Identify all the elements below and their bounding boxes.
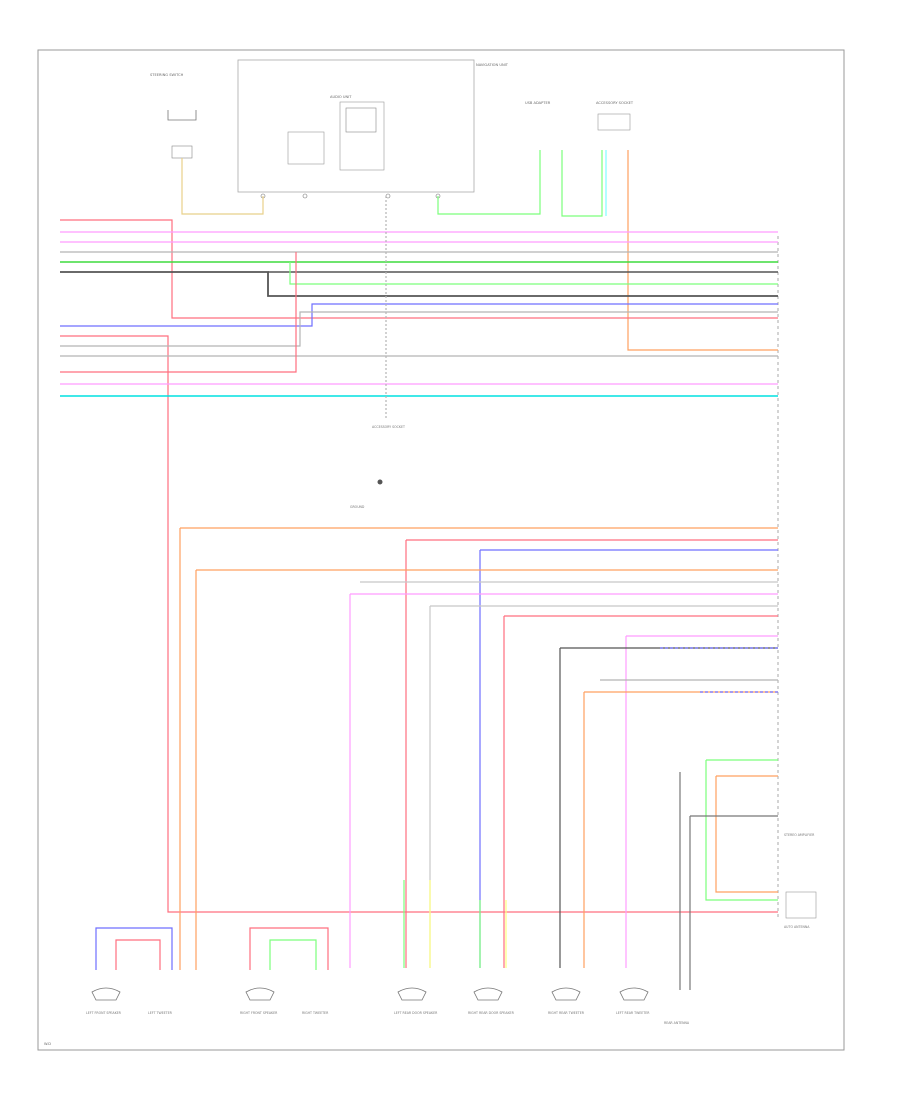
navigation-unit-label: NAVIGATION UNIT <box>476 63 509 67</box>
auto-antenna-box <box>785 891 817 919</box>
wire-gray-9 <box>689 815 778 990</box>
ground-label: GROUND <box>350 505 365 509</box>
navigation-unit-box <box>237 59 475 193</box>
wire-green-usb-2 <box>561 150 603 217</box>
left-rear-door-label: LEFT REAR DOOR SPEAKER <box>394 1011 438 1015</box>
wire-tan <box>181 158 264 215</box>
wire-red-2 <box>60 335 778 913</box>
wire-orange-acc <box>627 150 778 351</box>
left-rear-door-speaker-icon <box>397 987 427 1001</box>
right-rear-tweeter-icon <box>551 987 581 1001</box>
accessory-socket-label: ACCESSORY SOCKET <box>596 101 634 105</box>
stereo-amplifier-label: STEREO AMPLIFIER <box>784 833 815 837</box>
wire-red-3 <box>60 252 297 373</box>
left-front-speaker-icon <box>91 987 121 1001</box>
wire-darkgray-3 <box>559 647 778 968</box>
right-front-speaker-label: RIGHT FRONT SPEAKER <box>240 1011 278 1015</box>
left-rear-tweeter-icon <box>619 987 649 1001</box>
rear-antenna-label: REAR ANTENNA <box>664 1021 690 1025</box>
right-front-speaker-wires <box>249 927 329 970</box>
wire-red-top <box>60 219 778 319</box>
wire-blue-2 <box>60 303 320 327</box>
nav-unit-terminals <box>260 193 441 199</box>
internal-relay-box <box>287 131 325 165</box>
left-front-speaker-label: LEFT FRONT SPEAKER <box>86 1011 122 1015</box>
auto-antenna-label: AUTO ANTENNA <box>784 925 810 929</box>
wire-green-usb-1 <box>437 150 541 215</box>
right-front-speaker-icon <box>245 987 275 1001</box>
internal-module-box <box>339 101 385 171</box>
usb-adapter-label: USB ADAPTER <box>525 101 551 105</box>
wire-orange-3 <box>583 691 778 968</box>
footer-code: W.D <box>44 1042 51 1046</box>
left-rear-tweeter-label: LEFT REAR TWEETER <box>616 1011 650 1015</box>
wire-darkgray-1 <box>60 271 778 297</box>
wire-red-4 <box>405 539 778 968</box>
right-rear-door-label: RIGHT REAR DOOR SPEAKER <box>468 1011 515 1015</box>
right-rear-tweeter-label: RIGHT REAR TWEETER <box>548 1011 585 1015</box>
left-front-speaker-wires <box>95 927 173 970</box>
wire-gray-3 <box>60 311 320 347</box>
internal-module-inner <box>345 107 377 133</box>
steering-switch-label: STEERING SWITCH <box>150 73 184 77</box>
ground-point <box>377 479 383 485</box>
wire-pink-5 <box>625 635 778 968</box>
right-rear-door-speaker-icon <box>473 987 503 1001</box>
accessory-socket-box <box>597 113 631 131</box>
audio-unit-label: AUDIO UNIT <box>330 95 352 99</box>
wire-red-5 <box>503 615 778 968</box>
diagram-frame <box>37 49 845 1051</box>
wire-green-3 <box>705 759 778 901</box>
wire-green-2 <box>289 262 778 285</box>
wire-orange-2 <box>195 569 778 970</box>
wire-blue-3 <box>479 549 778 968</box>
wire-orange-1 <box>179 527 778 970</box>
right-tweeter-label: RIGHT TWEETER <box>302 1011 329 1015</box>
left-tweeter-label: LEFT TWEETER <box>148 1011 173 1015</box>
steering-switch-connector <box>171 145 193 159</box>
wire-orange-4 <box>715 775 778 893</box>
wire-pink-4 <box>349 593 778 968</box>
steering-switch-symbol <box>167 110 197 121</box>
accessory-socket-center-label: ACCESSORY SOCKET <box>372 425 405 429</box>
wire-harness <box>60 150 778 990</box>
wire-gray-6 <box>429 605 778 968</box>
speaker-symbols <box>91 987 649 1001</box>
